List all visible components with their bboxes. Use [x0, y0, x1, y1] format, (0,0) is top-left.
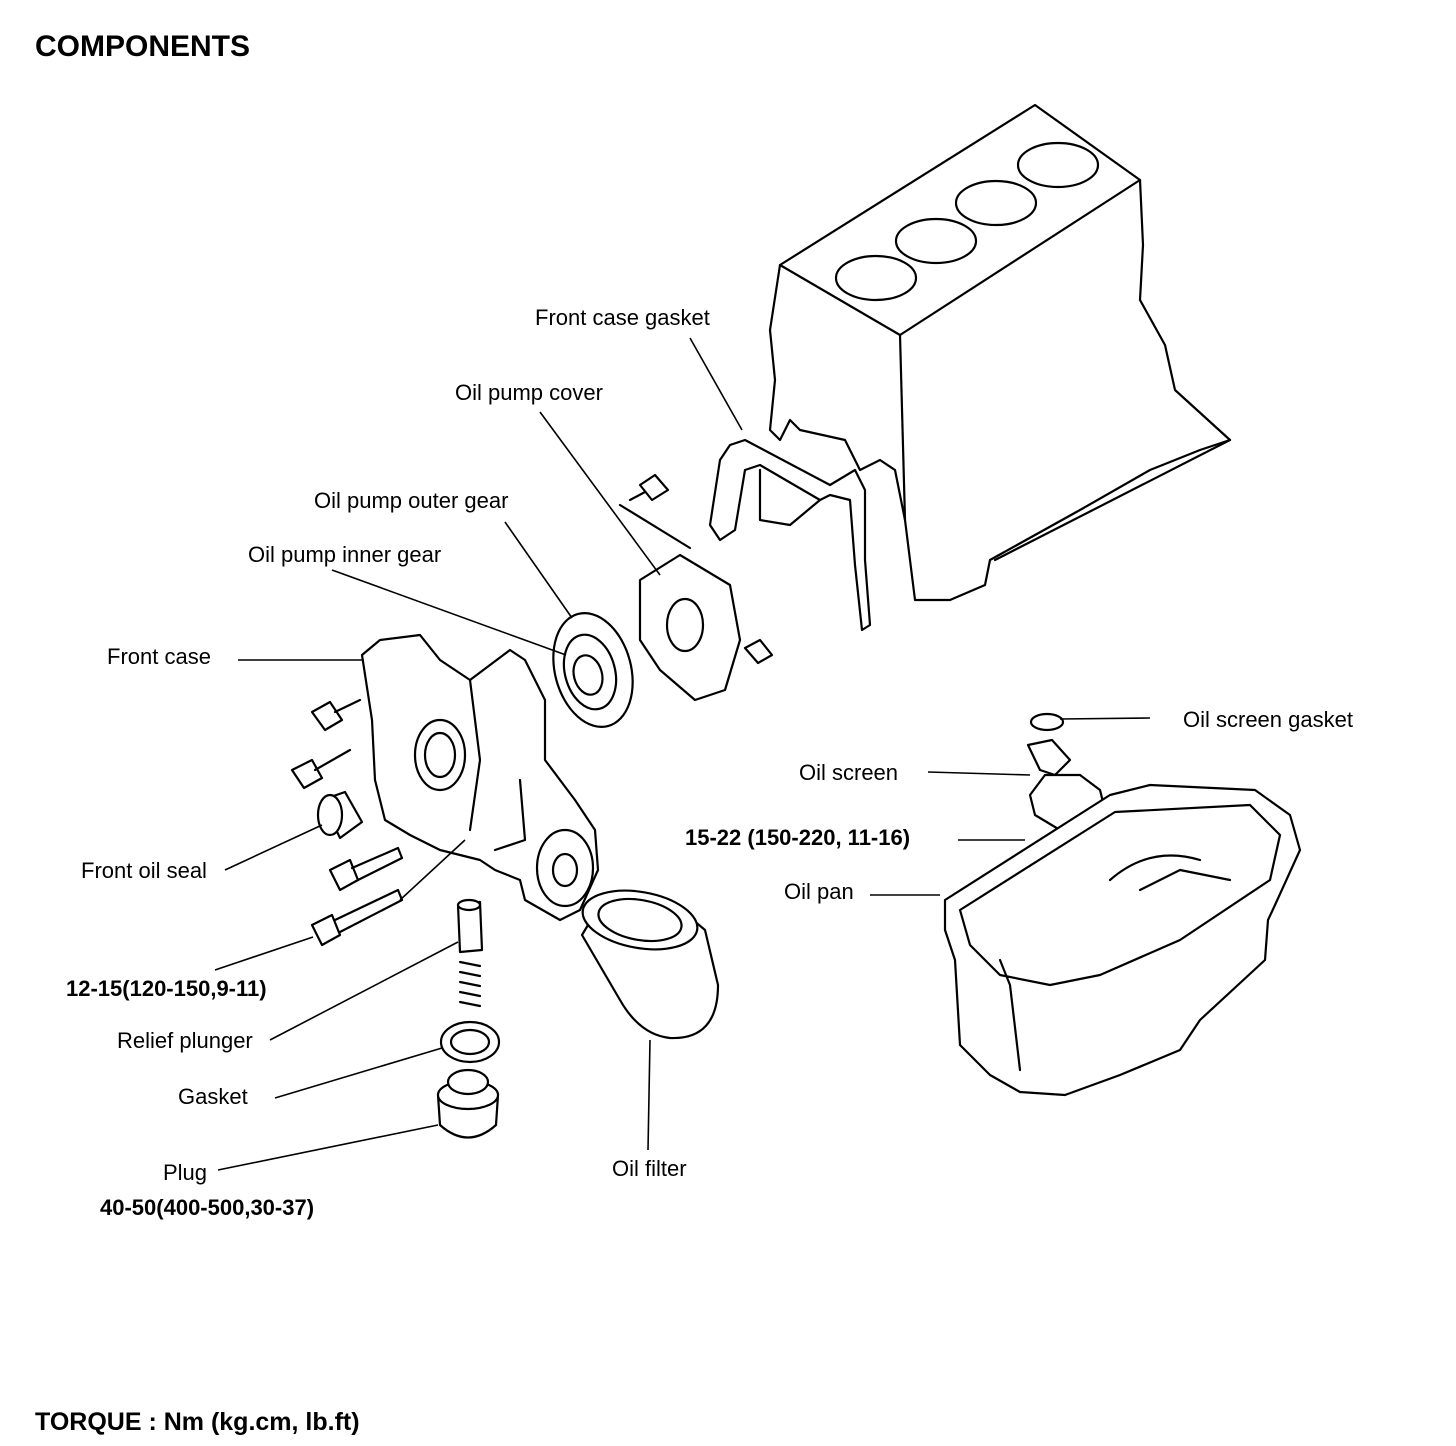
label-oil-filter: Oil filter: [612, 1156, 687, 1181]
page-title: COMPONENTS: [35, 30, 251, 63]
label-gasket: Gasket: [178, 1084, 248, 1109]
label-oil-pump-outer-gear: Oil pump outer gear: [314, 488, 509, 513]
label-front-oil-seal: Front oil seal: [81, 858, 207, 883]
torque-units-footer: TORQUE : Nm (kg.cm, lb.ft): [35, 1408, 360, 1436]
front-case: [360, 633, 600, 922]
label-plug-torque: 40-50(400-500,30-37): [100, 1195, 315, 1220]
oil-screen-gasket-part: [1029, 712, 1065, 732]
plug: [436, 1068, 500, 1139]
label-oil-screen: Oil screen: [799, 760, 899, 785]
label-relief-plunger: Relief plunger: [117, 1028, 253, 1053]
screws: [290, 473, 774, 947]
leader-lines: [214, 337, 1151, 1171]
gasket-ring: [439, 1020, 501, 1064]
oil-pump-cover: [638, 553, 742, 702]
engine-block: [768, 103, 1232, 602]
relief-plunger: [456, 898, 484, 1008]
label-oil-pan-torque: 15-22 (150-220, 11-16): [685, 825, 911, 850]
label-front-case: Front case: [107, 644, 211, 669]
label-oil-pump-cover: Oil pump cover: [455, 380, 603, 405]
label-bolt-torque: 12-15(120-150,9-11): [66, 976, 267, 1001]
label-oil-pump-inner-gear: Oil pump inner gear: [248, 542, 442, 567]
oil-pump-gears: [552, 612, 634, 728]
oil-pan: [943, 783, 1302, 1097]
label-plug: Plug: [163, 1160, 208, 1185]
label-oil-pan: Oil pan: [784, 879, 854, 904]
front-case-gasket: [708, 438, 872, 632]
label-oil-screen-gasket: Oil screen gasket: [1183, 707, 1353, 732]
front-oil-seal: [316, 790, 364, 840]
label-front-case-gasket: Front case gasket: [535, 305, 710, 330]
oil-filter: [580, 889, 720, 1040]
